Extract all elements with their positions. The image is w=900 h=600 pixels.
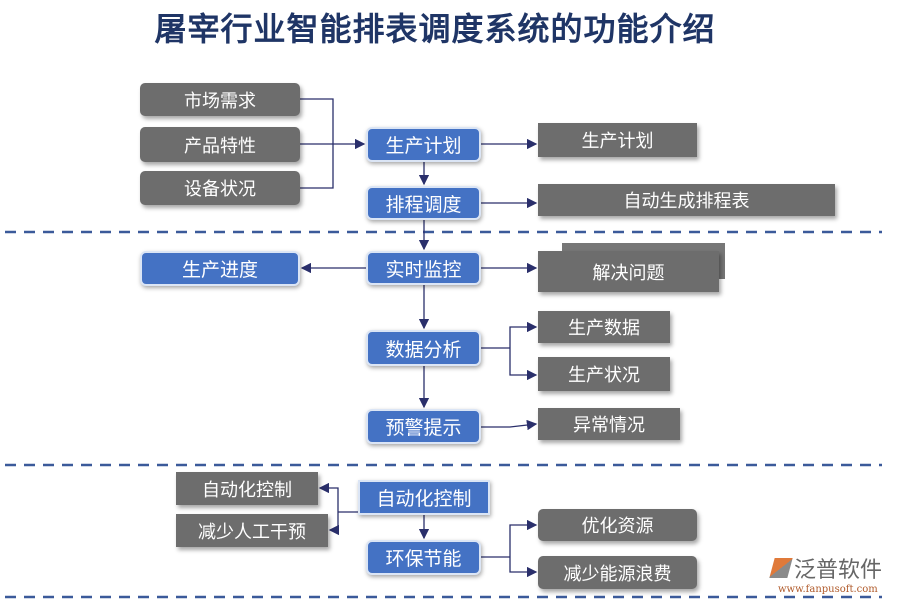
logo-url: www.fanpusoft.com bbox=[778, 584, 878, 595]
input-market-demand: 市场需求 bbox=[140, 83, 300, 116]
node-data-analysis: 数据分析 bbox=[366, 330, 481, 366]
node-warning: 预警提示 bbox=[366, 409, 481, 444]
output-production-plan: 生产计划 bbox=[538, 123, 697, 157]
page-title: 屠宰行业智能排表调度系统的功能介绍 bbox=[154, 10, 716, 48]
fanpusoft-logo: 泛普软件 www.fanpusoft.com bbox=[769, 552, 892, 595]
output-solve-problems: 解决问题 bbox=[538, 251, 719, 292]
output-reduce-waste: 减少能源浪费 bbox=[538, 556, 697, 589]
node-realtime-monitor: 实时监控 bbox=[366, 251, 481, 285]
input-equipment-status: 设备状况 bbox=[140, 171, 300, 205]
logo-name: 泛普软件 bbox=[794, 558, 883, 583]
node-scheduling: 排程调度 bbox=[366, 186, 481, 220]
output-production-status: 生产状况 bbox=[538, 357, 670, 391]
output-production-progress: 生产进度 bbox=[140, 251, 300, 286]
node-auto-control: 自动化控制 bbox=[358, 480, 490, 515]
output-reduce-labor: 减少人工干预 bbox=[176, 514, 328, 547]
node-eco-energy: 环保节能 bbox=[366, 540, 481, 575]
node-production-plan: 生产计划 bbox=[366, 127, 481, 162]
section-dividers bbox=[5, 230, 882, 599]
output-optimize-resources: 优化资源 bbox=[538, 509, 697, 541]
input-product-features: 产品特性 bbox=[140, 127, 300, 162]
output-auto-schedule: 自动生成排程表 bbox=[538, 184, 835, 216]
logo-icon bbox=[769, 558, 793, 578]
output-production-data: 生产数据 bbox=[538, 311, 670, 343]
output-abnormal: 异常情况 bbox=[538, 408, 680, 440]
output-auto-control: 自动化控制 bbox=[176, 472, 318, 505]
